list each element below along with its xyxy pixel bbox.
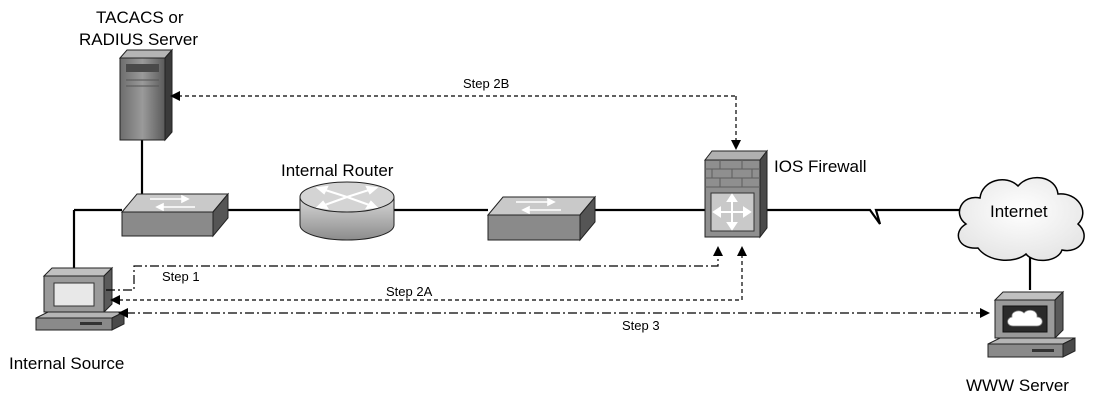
step-2b-arrow-left: [170, 91, 180, 101]
link-firewall-internet-serial: [765, 208, 960, 225]
source-label: Internal Source: [9, 354, 125, 373]
network-links: [72, 140, 1032, 290]
firewall-icon: [703, 149, 769, 239]
internet-label: Internet: [990, 202, 1048, 221]
step-3-label: Step 3: [622, 318, 660, 333]
switch-2-icon: [486, 195, 597, 242]
step-1-flow: [106, 254, 719, 291]
auth-server-label-line2: RADIUS Server: [79, 30, 199, 49]
auth-server-icon: [118, 48, 174, 142]
internal-source-pc-icon: [35, 266, 125, 331]
step-2b-label: Step 2B: [463, 76, 510, 91]
internet-cloud-icon: [957, 176, 1085, 262]
step-1-label: Step 1: [162, 269, 200, 284]
step-2a-label: Step 2A: [386, 284, 433, 299]
auth-server-label-line1: TACACS or: [96, 8, 184, 27]
step-2a-arrow-up: [737, 246, 747, 256]
www-server-label: WWW Server: [966, 376, 1069, 395]
step-3-arrow-left: [118, 308, 128, 318]
step-2b-flow: [178, 95, 737, 142]
step-2a-arrow-left: [110, 295, 120, 305]
switch-1-icon: [120, 192, 230, 238]
router-label: Internal Router: [281, 161, 394, 180]
router-icon: [299, 181, 395, 241]
step-3-arrow-right: [980, 308, 990, 318]
firewall-label: IOS Firewall: [774, 157, 867, 176]
step-2a-flow: [120, 254, 743, 301]
www-server-pc-icon: [987, 290, 1076, 358]
step-1-arrow-up: [713, 246, 723, 256]
step-2b-arrow-down: [731, 140, 741, 150]
